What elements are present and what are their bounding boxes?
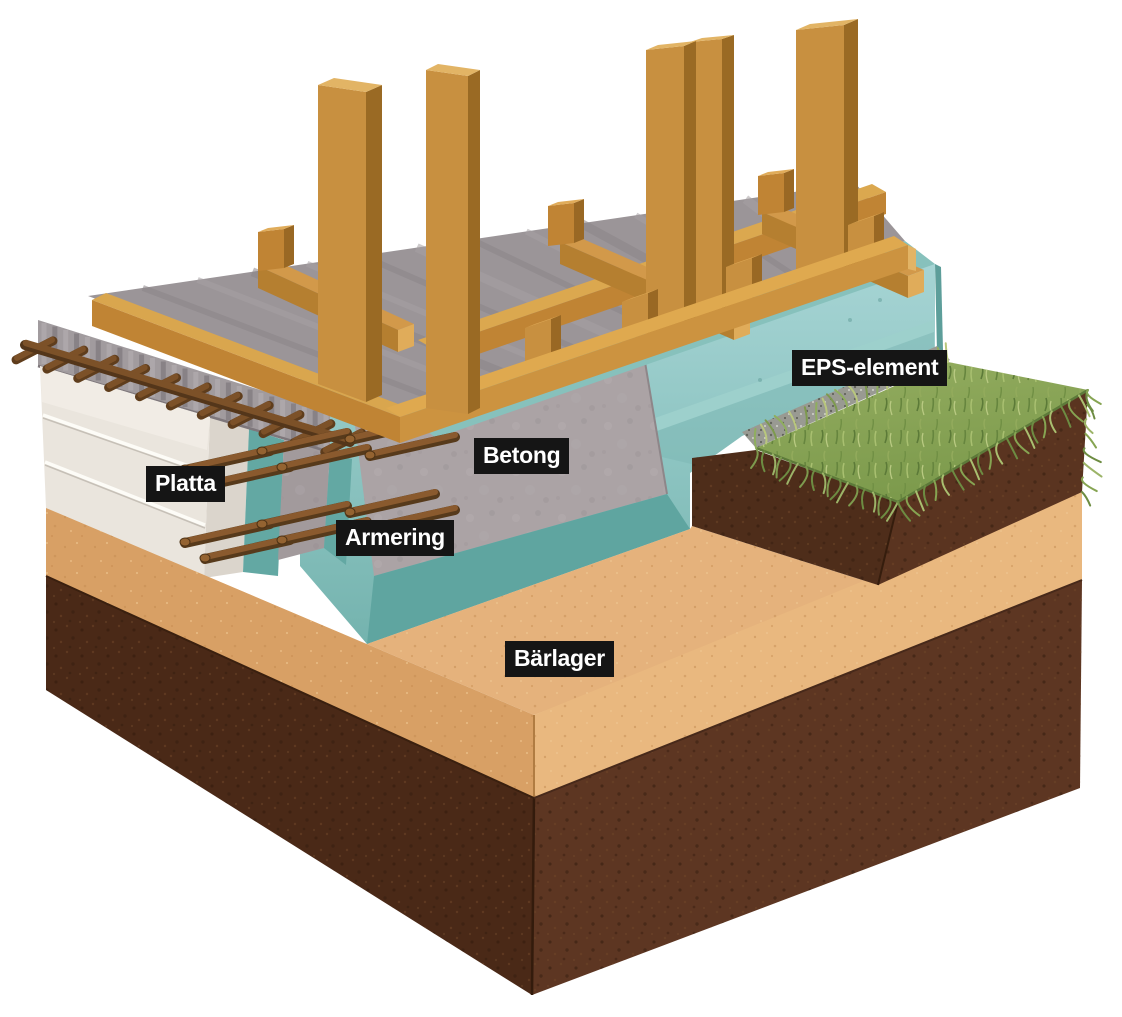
- sill-plate: [386, 236, 908, 417]
- label-eps-element: EPS-element: [792, 350, 948, 386]
- label-platta: Platta: [146, 466, 225, 502]
- rebar-ladder: [11, 336, 367, 457]
- wood-framing: [92, 19, 924, 443]
- eps-foam-below-wall: [367, 494, 690, 644]
- stud: [426, 64, 480, 414]
- stud: [690, 35, 734, 320]
- sand-bearing-layer: [46, 492, 1082, 798]
- label-betong: Betong: [474, 438, 570, 474]
- deep-soil: [45, 575, 1083, 996]
- rebar-rods: [179, 416, 460, 564]
- stud: [318, 78, 382, 402]
- stud: [796, 19, 858, 293]
- eps-white-edge-elements: [40, 366, 210, 578]
- stud: [646, 41, 696, 336]
- label-armering: Armering: [336, 520, 454, 556]
- label-barlager: Bärlager: [505, 641, 614, 677]
